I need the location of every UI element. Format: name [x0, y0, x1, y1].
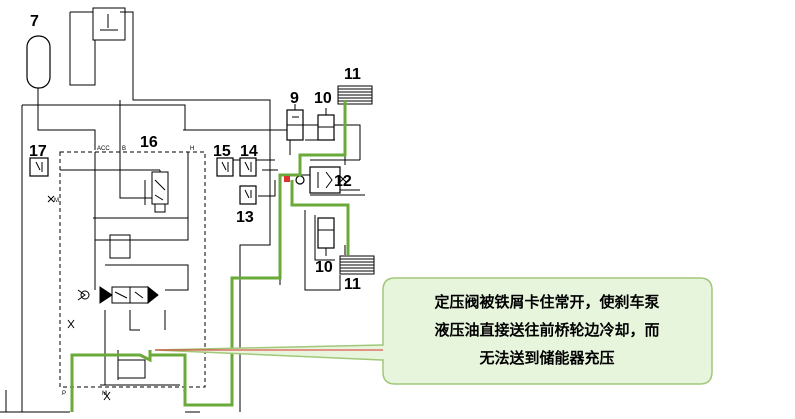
label-16: 16 [140, 134, 158, 151]
label-9: 9 [290, 90, 299, 107]
accumulator-7 [26, 35, 51, 89]
plug-markers [47, 175, 347, 401]
wheel-bottom-11 [339, 255, 375, 275]
port-p-label: P [62, 391, 66, 397]
label-10-top: 10 [314, 90, 332, 107]
pressure-switches [29, 157, 257, 205]
label-14: 14 [240, 143, 258, 160]
port-m-label: M [54, 198, 59, 204]
wheel-top-11 [337, 85, 373, 105]
label-11-top: 11 [344, 66, 361, 83]
label-12: 12 [334, 173, 352, 190]
port-m2-label: M [102, 391, 107, 397]
label-10-bottom: 10 [315, 259, 333, 276]
callout-line-2: 液压油直接送往前桥轮边冷却，而 [434, 321, 660, 339]
label-11-bottom: 11 [344, 276, 361, 293]
label-13: 13 [236, 209, 254, 226]
port-h-label: H [190, 146, 194, 152]
callout-line-1: 定压阀被铁屑卡住常开，使刹车泵 [434, 293, 660, 311]
module-16-boundary [59, 151, 206, 388]
callout-text: 定压阀被铁屑卡住常开，使刹车泵 液压油直接送往前桥轮边冷却，而 无法送到储能器充… [392, 288, 702, 372]
solenoid-valve [151, 171, 169, 213]
label-17: 17 [29, 143, 47, 160]
pressure-valve [77, 285, 159, 305]
callout-line-3: 无法送到储能器充压 [479, 349, 615, 367]
label-7: 7 [30, 13, 39, 30]
blocked-valve-marker [284, 176, 290, 182]
port-b-label: B [122, 146, 126, 152]
label-15: 15 [213, 143, 231, 160]
highlighted-flow-path [70, 100, 350, 412]
relief-valve-12 [295, 166, 341, 194]
port-acc-label: ACC [97, 146, 110, 152]
callout-bubble [154, 277, 713, 385]
